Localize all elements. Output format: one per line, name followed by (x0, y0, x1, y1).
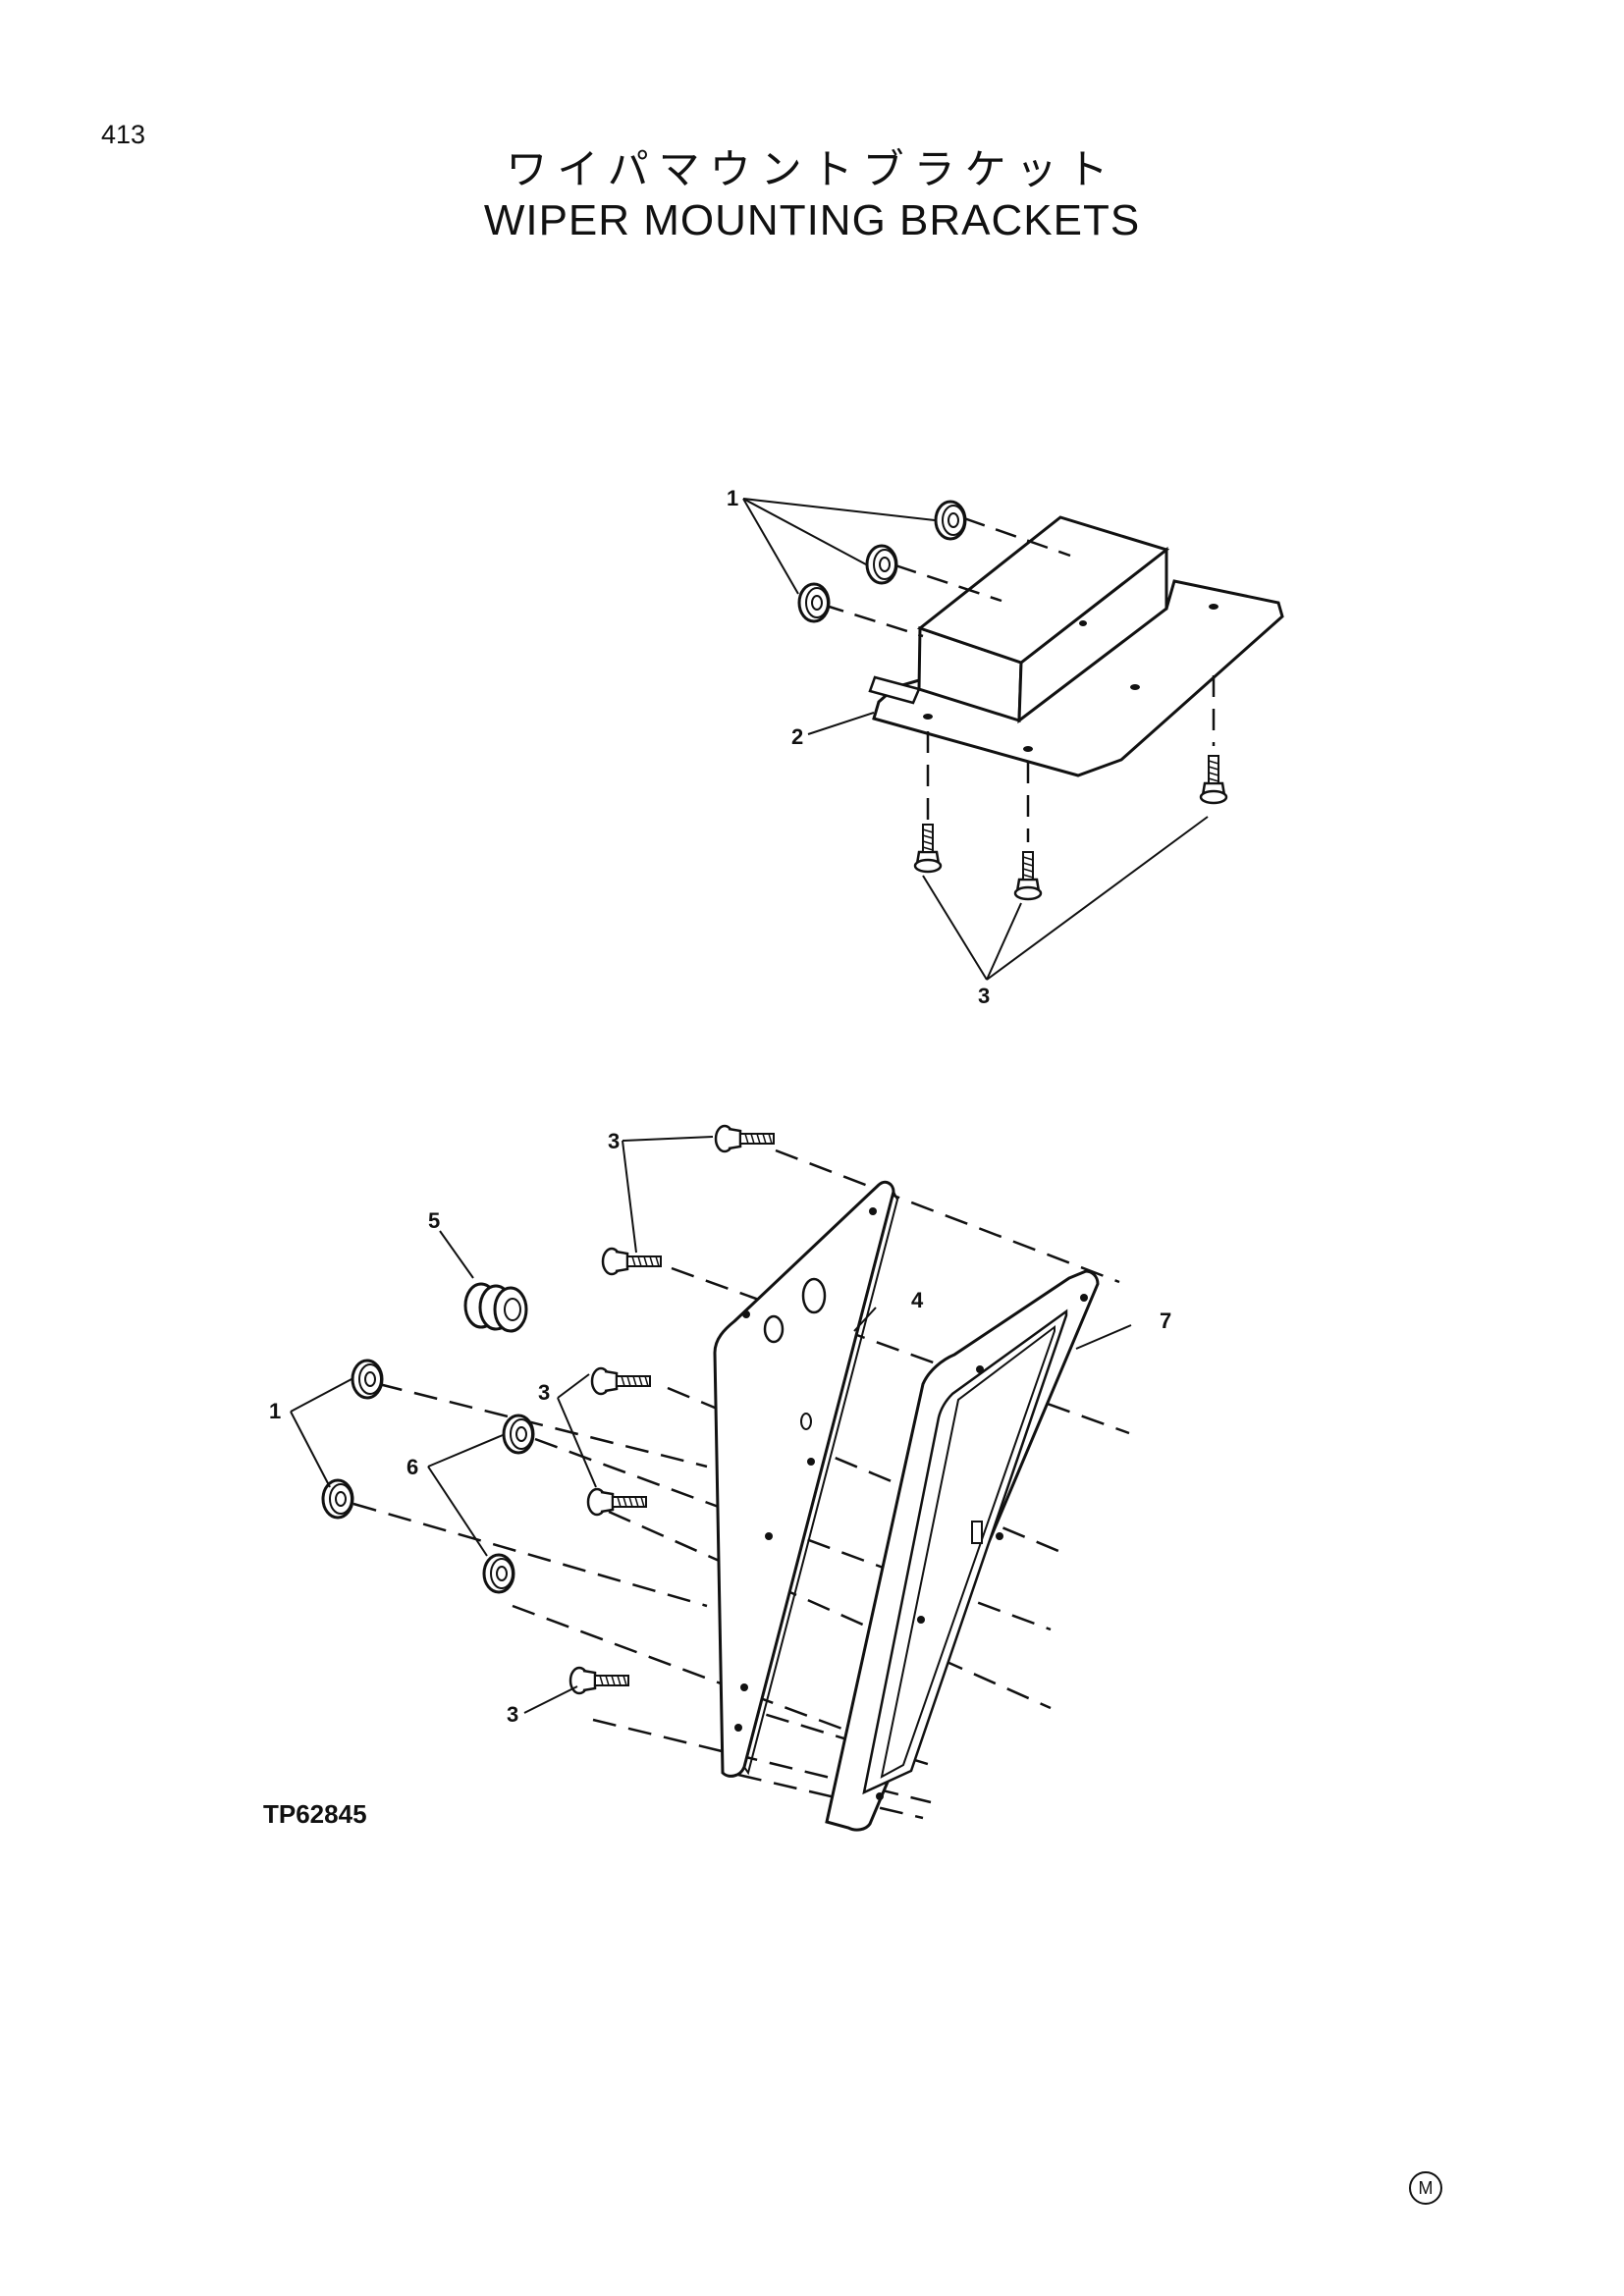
title-japanese: ワイパマウントブラケット (506, 145, 1118, 193)
registered-mark: M (1409, 2171, 1442, 2205)
page-number: 413 (101, 120, 146, 149)
callout-label: 1 (269, 1399, 281, 1423)
callout-label: 3 (538, 1380, 550, 1405)
drawing-reference-code: TP62845 (263, 1799, 367, 1829)
callout-label: 7 (1160, 1308, 1171, 1333)
callout-label: 6 (406, 1455, 418, 1479)
callout-label: 1 (727, 486, 738, 510)
callout-label: 2 (791, 724, 803, 749)
upper-bracket-assembly (742, 498, 1284, 981)
lower-bracket-assembly (290, 1124, 1132, 1832)
callout-label: 5 (428, 1208, 440, 1233)
callout-label: 3 (608, 1129, 620, 1153)
part-callouts: 1 2 3 3 5 4 7 1 6 3 3 (269, 486, 1171, 1727)
title-english: WIPER MOUNTING BRACKETS (483, 196, 1141, 244)
callout-label: 4 (911, 1288, 924, 1312)
callout-label: 3 (507, 1702, 518, 1727)
title-block: ワイパマウントブラケット WIPER MOUNTING BRACKETS (0, 145, 1624, 247)
grommet-5 (463, 1282, 528, 1333)
callout-label: 3 (978, 984, 990, 1008)
